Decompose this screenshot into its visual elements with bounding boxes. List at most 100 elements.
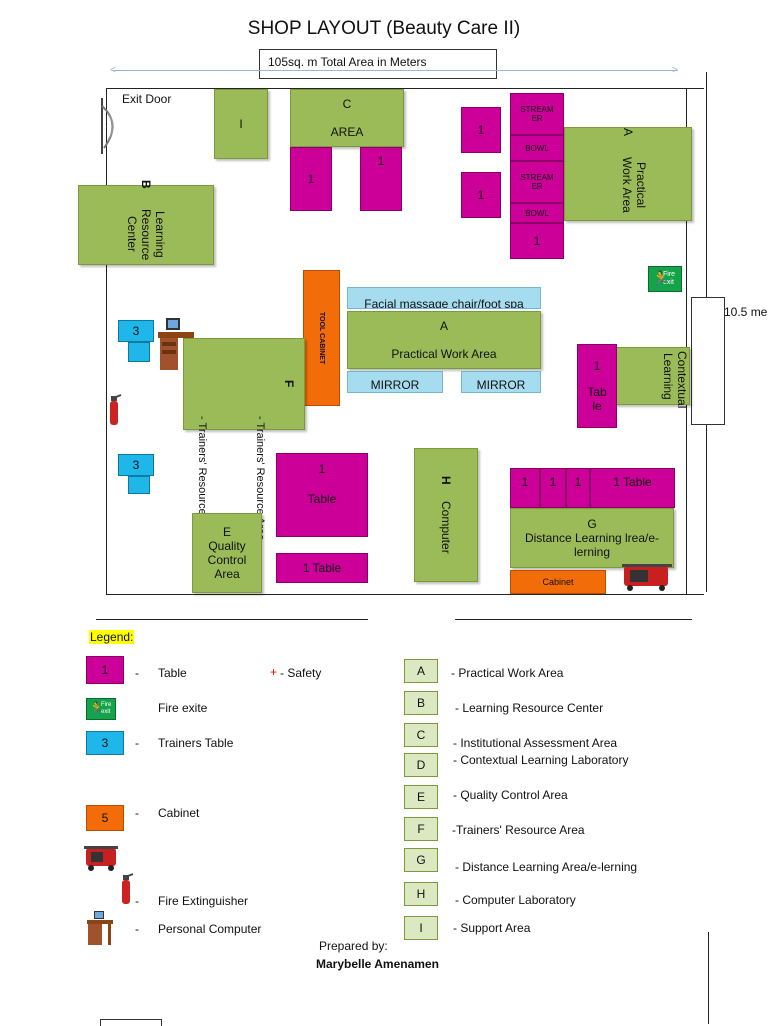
table-g-2: 1 xyxy=(540,468,566,508)
table-steamer-mid: 1 xyxy=(461,172,501,218)
legend-trainers-swatch: 3 xyxy=(86,731,124,755)
bowl-label: BOWL xyxy=(525,143,549,153)
legend-f-text: -Trainers' Resource Area xyxy=(452,823,585,837)
table-number: 1 xyxy=(307,172,315,186)
legend-letter: A xyxy=(416,664,425,678)
legend-a-text: - Practical Work Area xyxy=(451,666,564,680)
trainers-table-top-chair xyxy=(128,342,150,362)
legend-letter-a: A xyxy=(404,659,438,683)
legend-g-text: - Distance Learning Area/e-lerning xyxy=(455,860,638,874)
table-number: 1 xyxy=(521,475,529,489)
facial-massage-label: Facial massage chair/foot spa xyxy=(364,297,524,309)
cabinet: Cabinet xyxy=(510,570,606,594)
area-g-text: Distance Learning lrea/e-lerning xyxy=(524,531,660,559)
facial-massage-chair: Facial massage chair/foot spa xyxy=(347,287,541,309)
area-c-word: AREA xyxy=(330,125,364,139)
bowl-1: BOWL xyxy=(510,135,564,161)
legend-letter: E xyxy=(416,790,425,804)
trainers-table-number: 3 xyxy=(132,324,140,338)
table-number: 1 xyxy=(318,462,326,476)
legend-title: Legend: xyxy=(89,630,135,644)
area-b-text: Learning Resource Center xyxy=(125,208,167,261)
fire-exit-text: Fire exit xyxy=(101,702,112,715)
area-c-assessment: C AREA xyxy=(290,89,404,147)
table-number: 1 xyxy=(574,475,582,489)
legend-letter: F xyxy=(417,822,425,836)
table-number: 1 xyxy=(477,188,485,202)
legend-dash: - xyxy=(135,666,139,680)
table-number: 1 xyxy=(477,123,485,137)
area-f-trainers-resource: F xyxy=(183,338,305,430)
area-e-quality-control: E Quality Control Area xyxy=(192,513,262,593)
legend-letter: I xyxy=(419,921,423,935)
area-e-text: Quality Control Area xyxy=(207,539,247,581)
table-number: 1 xyxy=(549,475,557,489)
trainers-table-number: 3 xyxy=(132,458,140,472)
legend-table-swatch: 1 xyxy=(86,656,124,684)
legend-safety-plus: + xyxy=(270,665,278,679)
legend-safety-text: - Safety xyxy=(280,666,322,680)
exit-door-icon xyxy=(101,98,114,154)
area-g-distance-learning: G Distance Learning lrea/e-lerning xyxy=(510,508,674,568)
area-g-letter: G xyxy=(587,517,597,531)
area-a-right-text: Practical Work Area xyxy=(620,157,648,213)
arrow-right-head: > xyxy=(672,65,678,76)
room-top-wall xyxy=(106,88,704,89)
cabinet-label: Cabinet xyxy=(542,577,574,587)
room-left-wall xyxy=(106,88,107,594)
steamer-1: STREAMER xyxy=(510,93,564,135)
legend-fire-exit-text: Fire exite xyxy=(158,701,208,715)
table-g-1: 1 xyxy=(510,468,540,508)
arrow-left-head: < xyxy=(110,65,116,76)
room-right-wall xyxy=(686,88,687,594)
area-h-computer: H Computer xyxy=(414,448,478,582)
fire-exit-text: Fire exit xyxy=(663,271,676,286)
table-center-large: 1 Table xyxy=(276,453,368,537)
table-c-left: 1 xyxy=(290,147,332,211)
prepared-by-label: Prepared by: xyxy=(319,939,388,953)
legend-letter-f: F xyxy=(404,817,438,841)
area-h-letter: H xyxy=(439,476,453,485)
legend-dash: - xyxy=(135,736,139,750)
table-word: Table xyxy=(307,492,337,506)
area-f-letter: F xyxy=(282,380,296,388)
trainers-label-2: - Trainers' Resource Area xyxy=(254,416,266,541)
steamer-label: STREAMER xyxy=(520,105,554,123)
legend-generator-icon xyxy=(84,846,118,871)
trainers-label-1: - Trainers' Resource Area xyxy=(196,416,208,541)
legend-letter: B xyxy=(416,696,425,710)
table-number: 1 xyxy=(533,234,541,248)
legend-fire-extinguisher-icon xyxy=(122,873,134,904)
legend-table-text: Table xyxy=(158,666,187,680)
generator-icon xyxy=(622,564,672,591)
legend-cabinet-text: Cabinet xyxy=(158,806,200,820)
table-center-small: 1 Table xyxy=(276,553,368,583)
table-steamer-bottom: 1 xyxy=(510,223,564,259)
mirror-left: MIRROR xyxy=(347,371,443,393)
area-c-letter: C xyxy=(342,97,352,111)
area-a-practical-right: A Practical Work Area xyxy=(564,127,692,221)
legend-trainers-text: Trainers Table xyxy=(158,736,234,750)
legend-dash: - xyxy=(135,806,139,820)
area-a-practical-center: A Practical Work Area xyxy=(347,311,541,369)
steamer-2: STREAMER xyxy=(510,161,564,203)
trainers-table-bottom: 3 xyxy=(118,454,154,476)
legend-dash: - xyxy=(135,922,139,936)
area-d-text: Contextual Learning xyxy=(661,351,689,409)
area-e-letter: E xyxy=(222,525,231,539)
legend-fire-exit-icon: 🏃 Fire exit xyxy=(86,698,116,720)
bottom-right-line xyxy=(708,932,709,1024)
legend-e-text: - Quality Control Area xyxy=(453,788,568,802)
legend-letter-i: I xyxy=(404,916,438,940)
legend-c-text: - Institutional Assessment Area xyxy=(453,736,618,750)
steamer-label: STREAMER xyxy=(520,173,554,191)
mirror-label: MIRROR xyxy=(476,378,526,392)
table-contextual: 1 Table xyxy=(577,344,617,428)
fire-exit-sign: 🏃 Fire exit xyxy=(648,266,682,292)
table-label: 1 Table xyxy=(302,561,342,575)
legend-personal-computer-icon xyxy=(87,911,113,945)
legend-b-text: - Learning Resource Center xyxy=(455,701,604,715)
legend-letter-b: B xyxy=(404,691,438,715)
legend-letter-c: C xyxy=(404,723,438,747)
legend-fire-extinguisher-text: Fire Extinguisher xyxy=(158,894,249,908)
